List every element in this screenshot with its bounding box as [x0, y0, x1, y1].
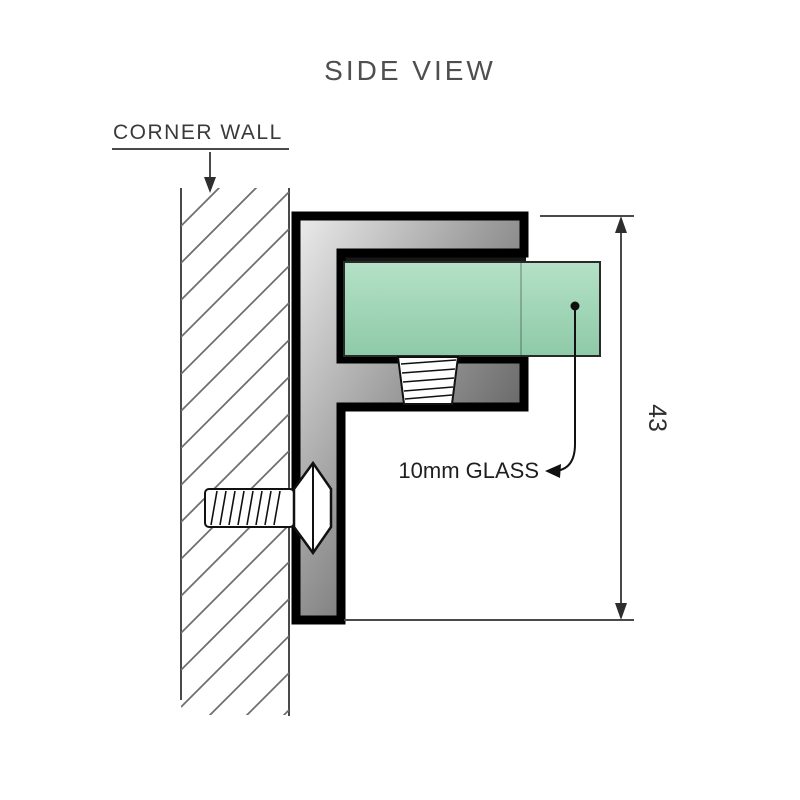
glass-label: 10mm GLASS: [398, 458, 539, 483]
wall-bracket: [291, 211, 529, 625]
dimension-43: 43: [344, 215, 671, 621]
wall-screw-threads: [210, 490, 281, 526]
wall: [180, 188, 290, 716]
grub-screw-threads: [400, 359, 457, 400]
glass-callout: 10mm GLASS: [398, 301, 580, 483]
wall-hatch-pattern: [181, 188, 289, 715]
grub-screw: [396, 356, 460, 405]
corner-wall-label: CORNER WALL: [113, 121, 283, 144]
wall-screw: [204, 460, 333, 556]
dimension-arrowhead-bottom-icon: [615, 603, 627, 620]
glass-body: [343, 261, 601, 357]
dimension-value: 43: [643, 404, 671, 432]
glass-panel: [343, 261, 601, 357]
page-title: SIDE VIEW: [324, 55, 496, 86]
glass-leader-arrowhead-icon: [545, 464, 561, 478]
corner-wall-arrowhead-icon: [204, 177, 216, 193]
dimension-arrowhead-top-icon: [615, 216, 627, 233]
corner-wall-callout: CORNER WALL: [112, 121, 289, 193]
